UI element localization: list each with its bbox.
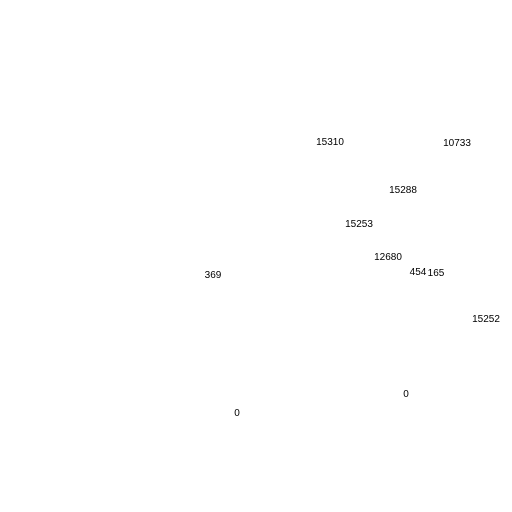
number-label: 12680 <box>374 252 402 263</box>
number-label: 369 <box>204 270 222 281</box>
number-label: 0 <box>234 408 240 419</box>
number-label: 0 <box>403 389 409 400</box>
number-label: 10733 <box>443 138 471 149</box>
number-label: 15253 <box>345 219 373 230</box>
number-label: 15310 <box>316 137 344 148</box>
number-label: 15252 <box>472 314 500 325</box>
number-label: 15288 <box>389 185 417 196</box>
number-label: 165 <box>427 268 445 279</box>
number-label: 454 <box>409 267 427 278</box>
